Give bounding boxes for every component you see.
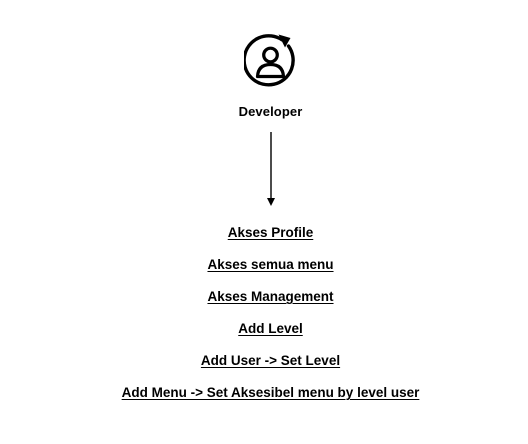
permission-item: Add Level [238,321,303,336]
permission-item: Add User -> Set Level [200,353,341,368]
permission-item: Add Menu -> Set Aksesibel menu by level … [121,385,420,400]
permission-item: Akses Profile [227,225,314,240]
role-label: Developer [238,104,303,119]
down-arrow-icon [267,132,275,206]
permission-list: Akses Profile Akses semua menu Akses Man… [0,224,528,416]
user-sync-icon [244,33,300,89]
permission-item: Akses semua menu [207,257,334,272]
permission-item: Akses Management [207,289,334,304]
